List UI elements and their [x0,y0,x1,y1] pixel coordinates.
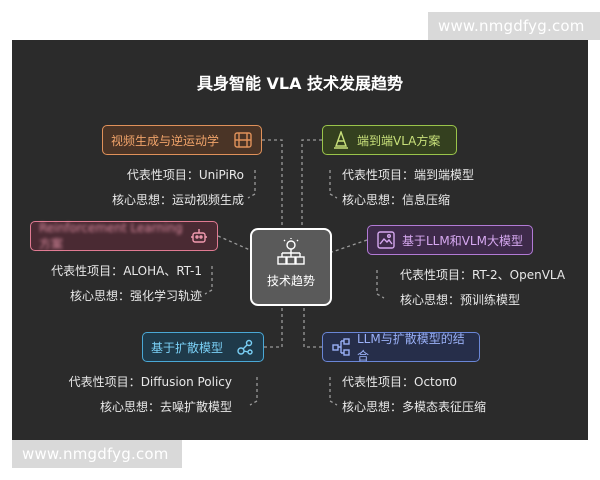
connector-node-1 [262,139,283,228]
node-3-core: 核心思想：强化学习轨迹 [69,289,202,303]
node-2-rep: 代表性项目：端到端模型 [342,168,475,182]
diagram-panel: 具身智能 VLA 技术发展趋势 [12,40,588,440]
node-5-rep: 代表性项目：Diffusion Policy [68,375,232,389]
watermark-top: www.nmgdfyg.com [428,12,600,40]
node-1-rep: 代表性项目：UniPiRo [126,168,244,182]
bracket-node-2 [329,170,338,199]
node-5-core: 核心思想：去噪扩散模型 [99,400,232,414]
film-icon [233,130,253,150]
connector-node-2 [301,139,322,228]
robot-icon [189,226,209,246]
node-2-core: 核心思想：信息压缩 [342,193,451,207]
bracket-node-5 [249,377,258,406]
connector-node-4 [331,239,368,253]
node-reinforcement-learning: Reinforcement Learning 方案 [30,221,218,251]
center-label: 技术趋势 [266,274,315,288]
connector-node-5 [264,306,283,348]
bracket-node-3 [204,266,213,295]
connector-node-6 [303,306,322,348]
hierarchy-icon [331,337,351,357]
bracket-node-4 [376,270,385,299]
bracket-node-1 [247,170,256,199]
node-4-core: 核心思想：预训练模型 [400,293,521,307]
node-6-core: 核心思想：多模态表征压缩 [342,400,487,414]
watermark-bottom: www.nmgdfyg.com [12,440,182,468]
node-label: 基于LLM和VLM大模型 [402,233,523,248]
node-video-generation: 视频生成与逆运动学 [102,125,262,155]
node-llm-diffusion: LLM与扩散模型的结合 [322,332,480,363]
nodes-icon [235,337,255,357]
node-label: 基于扩散模型 [151,340,224,355]
node-3-rep: 代表性项目：ALOHA、RT-1 [51,264,202,278]
bracket-node-6 [329,377,338,406]
node-1-core: 核心思想：运动视频生成 [111,193,244,207]
node-label: 端到端VLA方案 [357,133,441,148]
image-text-icon [376,230,396,250]
connector-node-3 [217,235,251,251]
node-label: LLM与扩散模型的结合 [357,332,465,363]
node-label: 视频生成与逆运动学 [111,133,220,148]
node-end-to-end: 端到端VLA方案 [322,125,457,155]
node-6-rep: 代表性项目：Octoπ0 [342,375,457,389]
node-llm-vlm: 基于LLM和VLM大模型 [367,225,533,255]
node-label: Reinforcement Learning 方案 [39,220,183,251]
node-diffusion: 基于扩散模型 [142,332,264,362]
lightbulb-network-icon [252,238,330,270]
diagram-title: 具身智能 VLA 技术发展趋势 [196,74,404,93]
center-node: 技术趋势 [250,228,332,306]
connector-lines [204,139,385,406]
node-4-rep: 代表性项目：RT-2、OpenVLA [400,268,566,282]
cone-icon [331,130,351,150]
